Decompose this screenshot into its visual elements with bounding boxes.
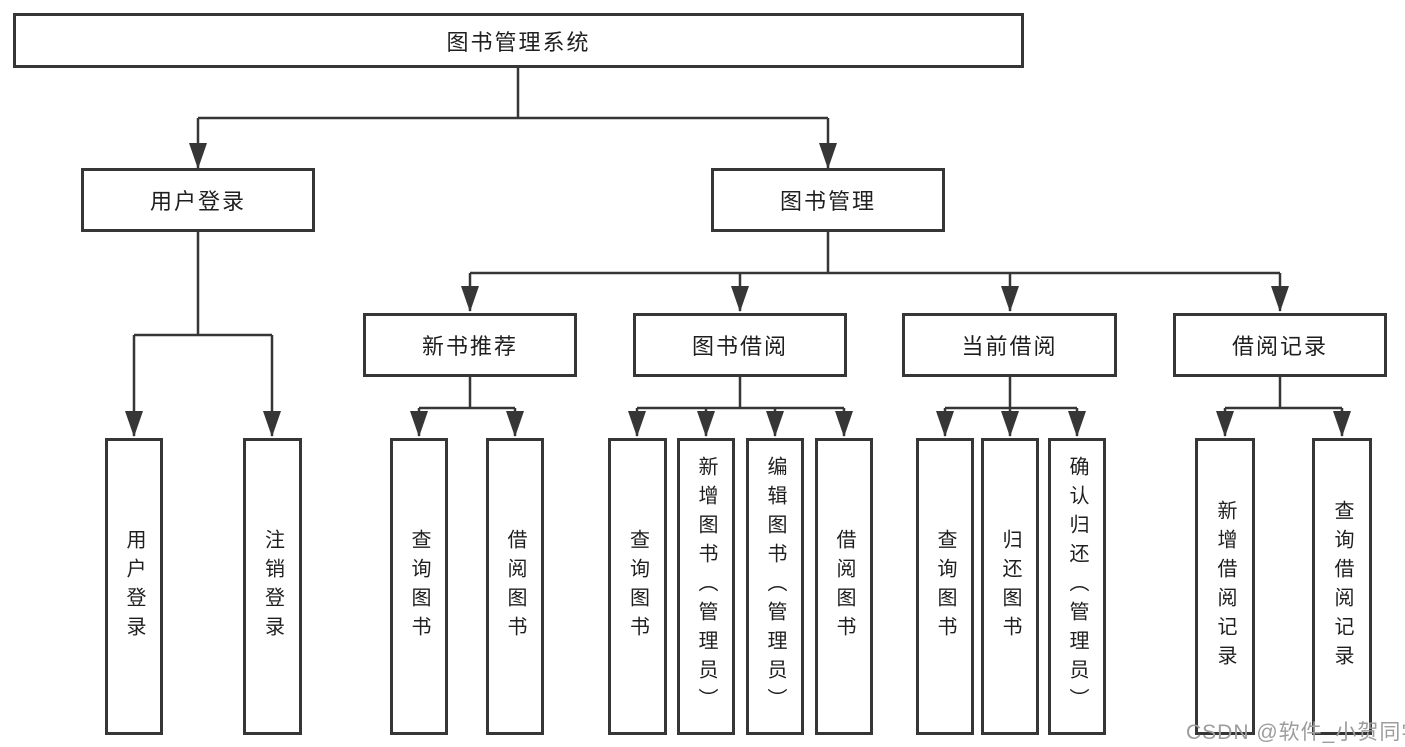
connector-book-borrowing [637,377,844,410]
leaf-query-book-current: 查询图书 [916,438,974,735]
leaf-query-borrow-record: 查询借阅记录 [1312,438,1372,735]
leaf-borrow-book-borrowing: 借阅图书 [815,438,873,735]
connector-new-book-recommend [419,377,515,410]
leaf-edit-book-admin: 编辑图书（管理员） [746,438,804,735]
node-book-borrowing: 图书借阅 [633,313,847,377]
node-library-system: 图书管理系统 [13,13,1024,68]
leaf-add-book-admin: 新增图书（管理员） [677,438,735,735]
node-current-borrowing: 当前借阅 [902,313,1117,377]
leaf-confirm-return-admin: 确认归还（管理员） [1048,438,1106,735]
leaf-query-book-borrowing: 查询图书 [608,438,667,735]
csdn-watermark: CSDN @软件_小贺同学 [1186,721,1405,744]
connector-root [198,68,828,120]
leaf-borrow-book-recommend: 借阅图书 [486,438,544,735]
node-user-login: 用户登录 [81,168,315,232]
node-book-management: 图书管理 [711,168,945,232]
node-new-book-recommend: 新书推荐 [363,313,577,377]
leaf-query-book-recommend: 查询图书 [390,438,448,735]
connector-borrowing-records [1225,377,1342,410]
leaf-user-login: 用户登录 [105,438,163,735]
connector-user-login [134,232,272,337]
connector-book-management [470,232,1280,275]
leaf-logout: 注销登录 [243,438,302,735]
connector-current-borrowing [945,377,1077,410]
leaf-return-book: 归还图书 [981,438,1039,735]
leaf-add-borrow-record: 新增借阅记录 [1195,438,1255,735]
node-borrowing-records: 借阅记录 [1173,313,1387,377]
